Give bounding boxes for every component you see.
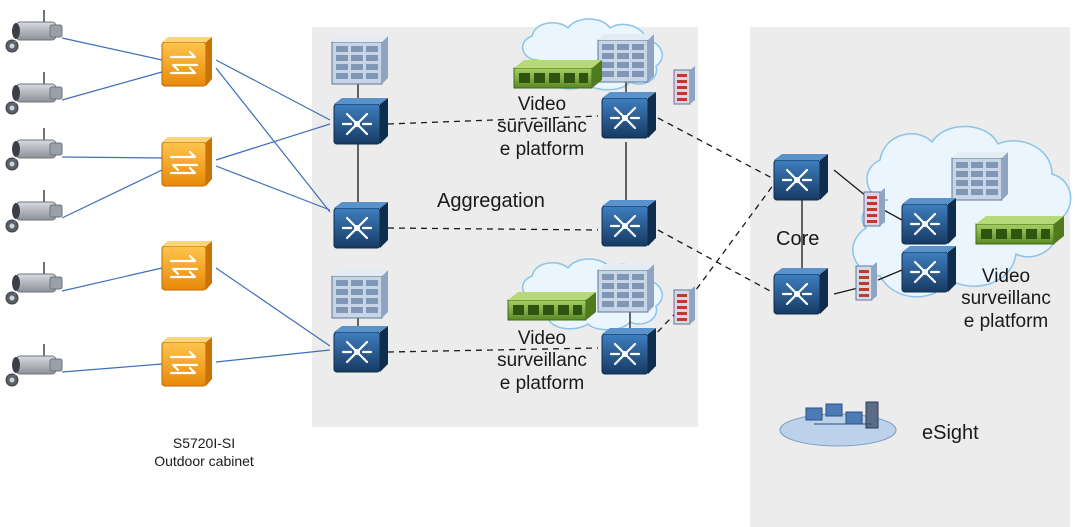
outdoor-cabinet-model: S5720I-SI <box>172 435 236 451</box>
network-switch-icon <box>332 324 390 374</box>
platform-label-line: surveillanc <box>961 288 1051 310</box>
firewall-icon <box>863 187 886 227</box>
network-switch-icon <box>600 326 658 376</box>
ip-camera-icon <box>5 343 63 387</box>
outdoor-cabinet-switch-icon <box>160 239 214 292</box>
platform-label-line: e platform <box>499 138 585 160</box>
ip-camera-icon <box>5 189 63 233</box>
outdoor-cabinet-switch-icon <box>160 35 214 88</box>
platform-label-line: e platform <box>499 372 585 394</box>
network-switch-icon <box>600 198 658 248</box>
outdoor-cabinet-type: Outdoor cabinet <box>154 453 254 470</box>
platform-label-line: surveillanc <box>497 350 587 372</box>
platform-label-line: Video <box>517 94 567 115</box>
platform-label-line: Video <box>981 266 1031 287</box>
platform-label-line: Video <box>517 328 567 349</box>
firewall-icon <box>673 285 696 325</box>
storage-array-icon <box>513 59 603 89</box>
core-label: Core <box>776 228 820 250</box>
server-rack-icon <box>597 33 655 83</box>
video-surveillance-platform-label: Video surveillanc e platform <box>480 94 604 161</box>
network-switch-icon <box>600 90 658 140</box>
storage-array-icon <box>507 291 597 321</box>
video-surveillance-platform-label: Video surveillanc e platform <box>480 328 604 395</box>
uplink-links <box>215 59 331 363</box>
ip-camera-icon <box>5 71 63 115</box>
platform-label-line: e platform <box>963 310 1049 332</box>
server-rack-icon <box>331 269 389 319</box>
network-switch-icon <box>900 196 958 246</box>
ip-camera-icon <box>5 261 63 305</box>
platform-label-line: surveillanc <box>497 116 587 138</box>
outdoor-cabinet-switch-icon <box>160 335 214 388</box>
server-rack-icon <box>331 35 389 85</box>
esight-network-management-icon <box>779 401 897 447</box>
server-rack-icon <box>597 263 655 313</box>
ip-camera-icon <box>5 9 63 53</box>
aggregation-label: Aggregation <box>437 190 545 212</box>
network-switch-icon <box>332 200 390 250</box>
ip-camera-icon <box>5 127 63 171</box>
storage-array-icon <box>975 215 1065 245</box>
outdoor-cabinet-switch-icon <box>160 135 214 188</box>
network-switch-icon <box>772 152 830 202</box>
network-switch-icon <box>772 266 830 316</box>
esight-label: eSight <box>922 422 979 444</box>
server-rack-icon <box>951 151 1009 201</box>
outdoor-cabinet-caption: S5720I-SI Outdoor cabinet <box>134 434 274 470</box>
firewall-icon <box>855 261 878 301</box>
access-links <box>61 37 163 373</box>
network-switch-icon <box>332 96 390 146</box>
video-surveillance-platform-label: Video surveillanc e platform <box>944 266 1068 333</box>
firewall-icon <box>673 65 696 105</box>
